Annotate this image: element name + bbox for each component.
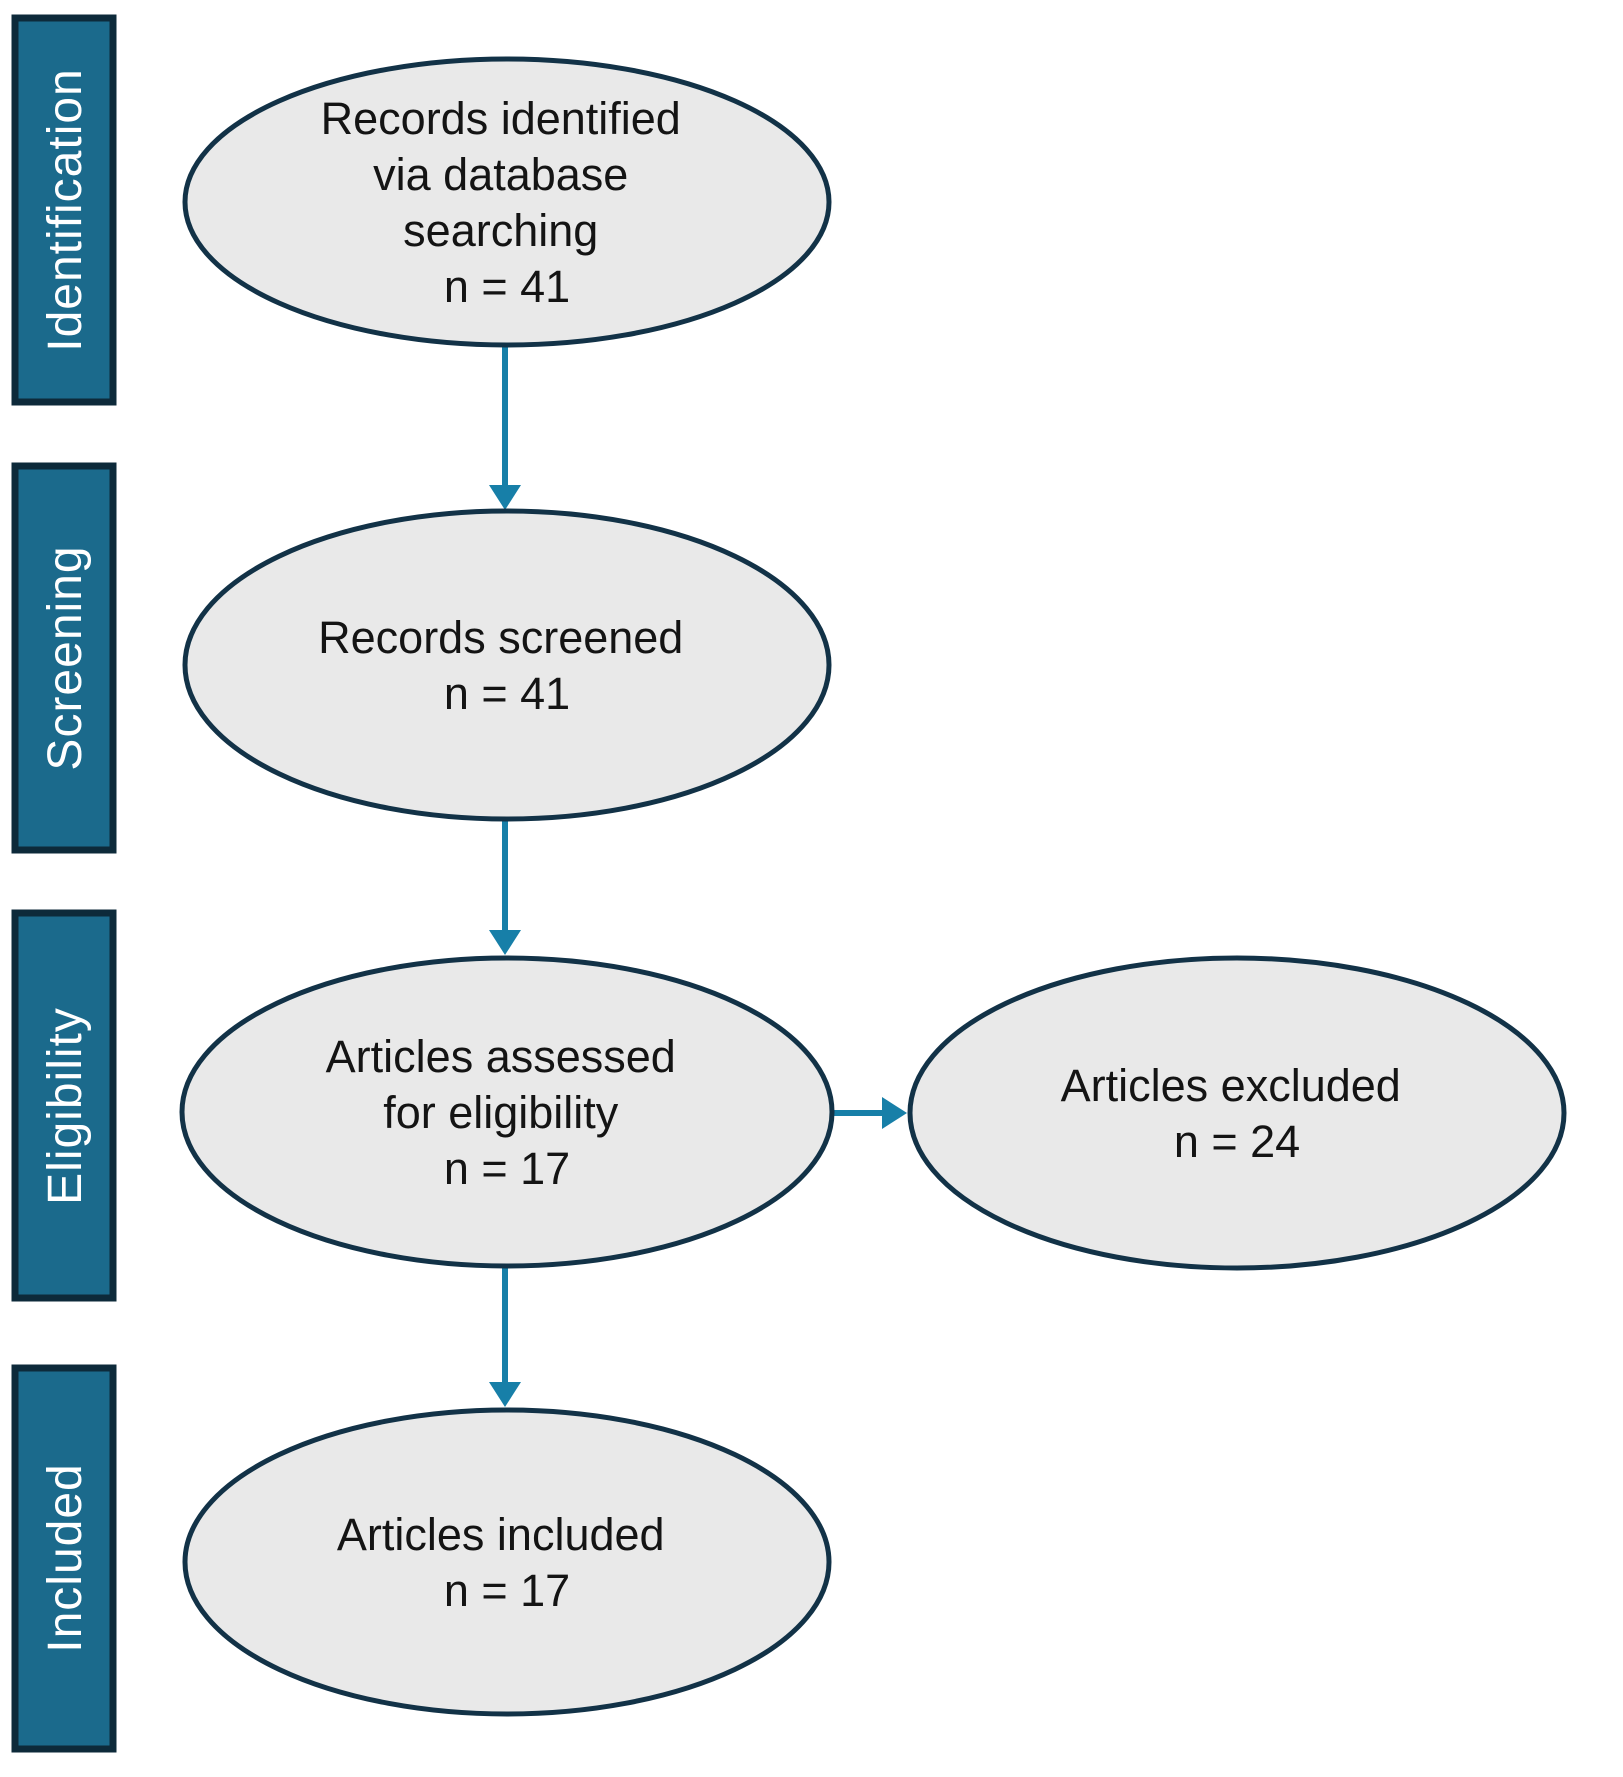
node-articles-included-text: Articles included n = 17: [337, 1509, 677, 1616]
node-articles-assessed-text: Articles assessed for eligibility n = 17: [326, 1031, 689, 1194]
stage-band-eligibility-label: Eligibility: [39, 1007, 92, 1205]
stage-band-screening-label: Screening: [39, 545, 92, 770]
stage-band-included-rect: [11, 1364, 117, 1753]
node-records-screened: Records screened n = 41: [182, 508, 832, 822]
node-records-screened-count: n = 41: [444, 668, 570, 719]
node-articles-included: Articles included n = 17: [182, 1407, 832, 1717]
node-records-screened-text: Records screened n = 41: [318, 612, 696, 719]
stage-band-screening: Screening: [11, 462, 117, 854]
stage-band-identification-rect: [11, 14, 117, 406]
stage-band-eligibility-rect: [11, 909, 117, 1302]
arrow-assessed-to-included: [489, 1268, 521, 1407]
node-records-identified-shape: [182, 56, 832, 348]
node-articles-excluded-count: n = 24: [1174, 1116, 1300, 1167]
stage-band-included: Included: [11, 1364, 117, 1753]
stage-band-screening-rect: [11, 462, 117, 854]
node-articles-assessed-count: n = 17: [444, 1143, 570, 1194]
node-records-identified-text: Records identified via database searchin…: [321, 93, 694, 312]
arrow-assessed-to-excluded-head: [882, 1097, 907, 1129]
arrow-screened-to-assessed-head: [489, 930, 521, 955]
node-articles-included-count: n = 17: [444, 1565, 570, 1616]
node-articles-included-shape: [182, 1407, 832, 1717]
node-articles-excluded-text: Articles excluded n = 24: [1061, 1060, 1414, 1167]
arrow-assessed-to-excluded: [831, 1097, 907, 1129]
node-articles-assessed: Articles assessed for eligibility n = 17: [179, 955, 835, 1269]
stage-band-included-label: Included: [39, 1463, 92, 1652]
stage-band-eligibility: Eligibility: [11, 909, 117, 1302]
arrow-assessed-to-included-head: [489, 1382, 521, 1407]
arrow-identified-to-screened: [489, 347, 521, 510]
node-records-identified: Records identified via database searchin…: [182, 56, 832, 348]
arrow-screened-to-assessed: [489, 821, 521, 955]
node-records-identified-count: n = 41: [444, 261, 570, 312]
node-articles-assessed-shape: [179, 955, 835, 1269]
stage-band-identification-label: Identification: [39, 68, 92, 352]
node-articles-excluded: Articles excluded n = 24: [907, 955, 1567, 1271]
stage-band-identification: Identification: [11, 14, 117, 406]
node-articles-excluded-shape: [907, 955, 1567, 1271]
node-records-screened-shape: [182, 508, 832, 822]
arrow-identified-to-screened-head: [489, 485, 521, 510]
